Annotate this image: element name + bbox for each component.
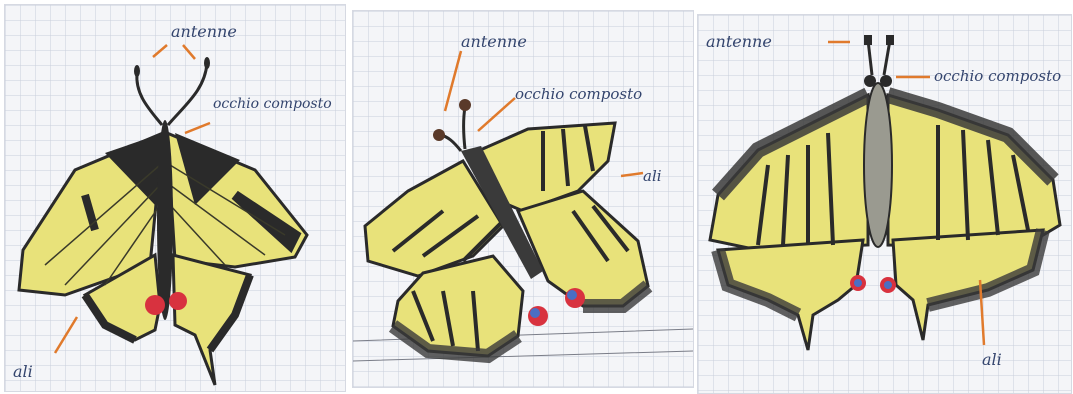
label-antenne: antenne [171,22,237,41]
butterfly-body [864,83,892,247]
compound-eye [864,75,876,87]
butterfly-drawing-2: antenne occhio composto ali [353,11,693,387]
blue-spot [530,308,540,318]
label-occhio-composto: occhio composto [213,96,332,112]
drawing-panel-3: antenne occhio composto ali [697,14,1072,394]
drawing-panel-1: antenne occhio composto ali [4,4,346,392]
compound-eye [880,75,892,87]
blue-spot [854,279,862,287]
label-antenne: antenne [461,32,527,51]
drawing-panel-2: antenne occhio composto ali [352,10,694,388]
label-occhio-composto: occhio composto [934,67,1061,85]
blue-spot [567,290,577,300]
butterfly-body [157,120,173,320]
label-ali: ali [13,362,33,381]
red-spot [169,292,187,310]
butterfly-drawing-1: antenne occhio composto ali [5,5,345,391]
blue-spot [884,281,892,289]
label-ali: ali [982,350,1002,369]
red-spot [145,295,165,315]
butterfly-drawing-3: antenne occhio composto ali [698,15,1071,393]
label-ali: ali [643,167,662,185]
label-occhio-composto: occhio composto [515,85,642,103]
label-antenne: antenne [706,32,772,51]
